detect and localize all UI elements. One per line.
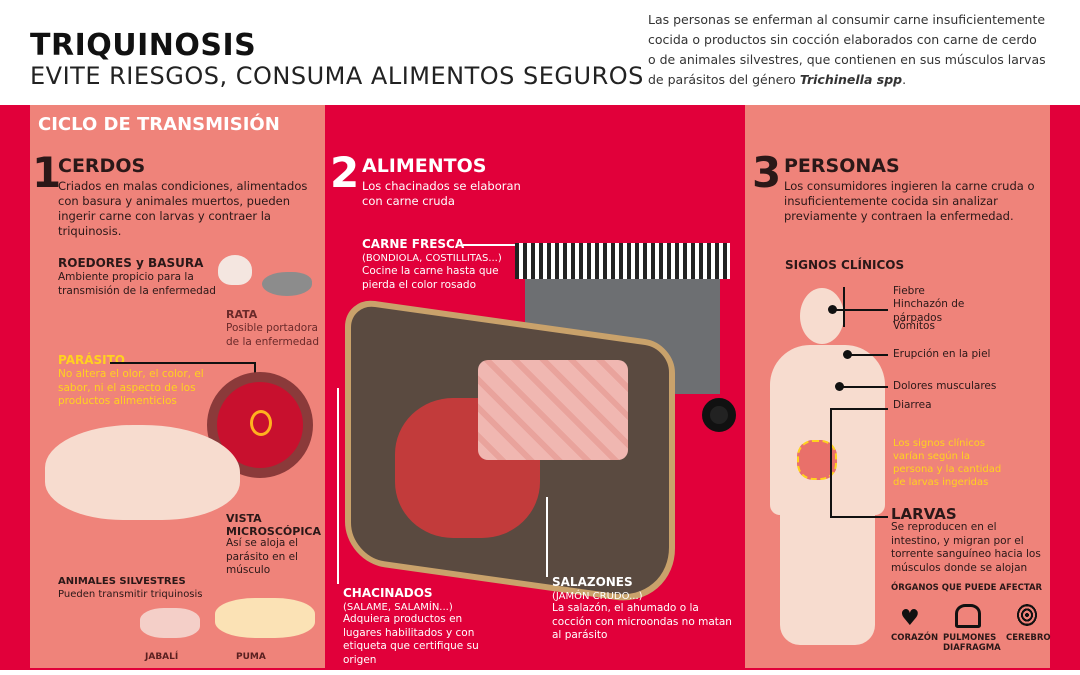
boar-label: JABALÍ bbox=[145, 652, 179, 662]
micro-title: VISTA MICROSCÓPICA bbox=[226, 512, 322, 538]
sign-fever: Fiebre bbox=[893, 285, 925, 297]
page-subtitle: EVITE RIESGOS, CONSUMA ALIMENTOS SEGUROS bbox=[30, 62, 644, 90]
human-head bbox=[800, 288, 844, 344]
intro-end: . bbox=[902, 72, 907, 87]
cured-leader-line bbox=[337, 388, 339, 584]
brain-icon bbox=[1016, 603, 1038, 627]
fresh-title: CARNE FRESCA bbox=[362, 237, 465, 251]
garbage-bag-icon bbox=[218, 255, 252, 285]
organ-heart: CORAZÓN bbox=[891, 633, 939, 643]
wild-text: Pueden transmitir triquinosis bbox=[58, 589, 203, 600]
sign-rash: Erupción en la piel bbox=[893, 348, 991, 360]
salted-text: La salazón, el ahumado o la cocción con … bbox=[552, 602, 732, 641]
head-dot bbox=[828, 305, 837, 314]
step-2-number: 2 bbox=[330, 148, 360, 197]
lungs-icon bbox=[955, 604, 981, 628]
rash-dot bbox=[843, 350, 852, 359]
intro-text: Las personas se enferman al consumir car… bbox=[648, 10, 1048, 90]
step-3-text: Los consumidores ingieren la carne cruda… bbox=[784, 179, 1035, 223]
cycle-title: CICLO DE TRANSMISIÓN bbox=[38, 114, 280, 135]
sign-swelling: Hinchazón de párpados bbox=[893, 298, 965, 324]
larvae-title: LARVAS bbox=[891, 505, 957, 523]
rat-text: Posible portadora de la enfermedad bbox=[226, 322, 320, 348]
sign-diarrhea: Diarrea bbox=[893, 399, 932, 411]
rat-title: RATA bbox=[226, 308, 258, 321]
parasite-leader-line bbox=[110, 362, 255, 364]
salted-title: SALAZONES bbox=[552, 575, 633, 589]
larva-spiral-icon bbox=[250, 410, 272, 436]
salted-sub: (JAMÓN CRUDO...) bbox=[552, 591, 643, 602]
rodents-text: Ambiente propicio para la transmisión de… bbox=[58, 271, 216, 297]
grill-wheel-icon bbox=[702, 398, 736, 432]
larvae-line-v bbox=[830, 408, 832, 518]
parasite-text: No altera el olor, el color, el sabor, n… bbox=[58, 368, 204, 407]
salted-leader-line bbox=[546, 497, 548, 577]
parasite-title: PARÁSITO bbox=[58, 353, 126, 367]
intro-species: Trichinella spp bbox=[799, 72, 903, 87]
step-2-title: ALIMENTOS bbox=[362, 155, 487, 177]
larvae-line bbox=[830, 516, 888, 518]
step-1-text: Criados en malas condiciones, alimentado… bbox=[58, 179, 308, 238]
cubes-illustration bbox=[478, 360, 628, 460]
heart-icon: ♥ bbox=[900, 606, 920, 631]
human-torso bbox=[770, 345, 885, 515]
cured-sub: (SALAME, SALAMÍN...) bbox=[343, 602, 453, 613]
puma-label: PUMA bbox=[236, 652, 266, 662]
signs-bracket bbox=[843, 287, 845, 327]
step-3-number: 3 bbox=[752, 148, 782, 197]
intro-body: Las personas se enferman al consumir car… bbox=[648, 12, 1046, 87]
page-title: TRIQUINOSIS bbox=[30, 28, 257, 63]
signs-head-line bbox=[833, 309, 888, 311]
puma-icon bbox=[215, 598, 315, 638]
signs-title: SIGNOS CLÍNICOS bbox=[785, 258, 905, 272]
step-2-text: Los chacinados se elaboran con carne cru… bbox=[362, 179, 521, 208]
fresh-text: Cocine la carne hasta que pierda el colo… bbox=[362, 265, 499, 291]
diarrhea-line bbox=[830, 408, 888, 410]
organs-title: ÓRGANOS QUE PUEDE AFECTAR bbox=[891, 583, 1043, 593]
organ-lungs: PULMONES DIAFRAGMA bbox=[943, 633, 1001, 653]
larvae-text: Se reproducen en el intestino, y migran … bbox=[891, 521, 1041, 574]
rodents-title: ROEDORES y BASURA bbox=[58, 256, 204, 270]
pig-illustration bbox=[45, 425, 240, 520]
grill-illustration bbox=[515, 243, 730, 279]
signs-note: Los signos clínicos varían según la pers… bbox=[893, 438, 1002, 488]
sign-muscle-pain: Dolores musculares bbox=[893, 380, 997, 392]
sign-vomiting: Vómitos bbox=[893, 320, 935, 332]
boar-icon bbox=[140, 608, 200, 638]
cured-text: Adquiera productos en lugares habilitado… bbox=[343, 613, 479, 666]
rat-icon bbox=[262, 272, 312, 296]
step-3-title: PERSONAS bbox=[784, 155, 900, 177]
muscle-line bbox=[842, 386, 888, 388]
wild-title: ANIMALES SILVESTRES bbox=[58, 576, 186, 587]
muscle-dot bbox=[835, 382, 844, 391]
rash-line bbox=[850, 354, 888, 356]
organ-brain: CEREBRO bbox=[1006, 633, 1051, 643]
step-1-number: 1 bbox=[32, 148, 62, 197]
fresh-sub: (BONDIOLA, COSTILLITAS...) bbox=[362, 253, 502, 264]
micro-text: Así se aloja el parásito en el músculo bbox=[226, 537, 299, 576]
step-1-title: CERDOS bbox=[58, 155, 146, 177]
fresh-leader-line bbox=[463, 244, 553, 246]
human-legs bbox=[780, 505, 875, 645]
cured-title: CHACINADOS bbox=[343, 586, 433, 600]
